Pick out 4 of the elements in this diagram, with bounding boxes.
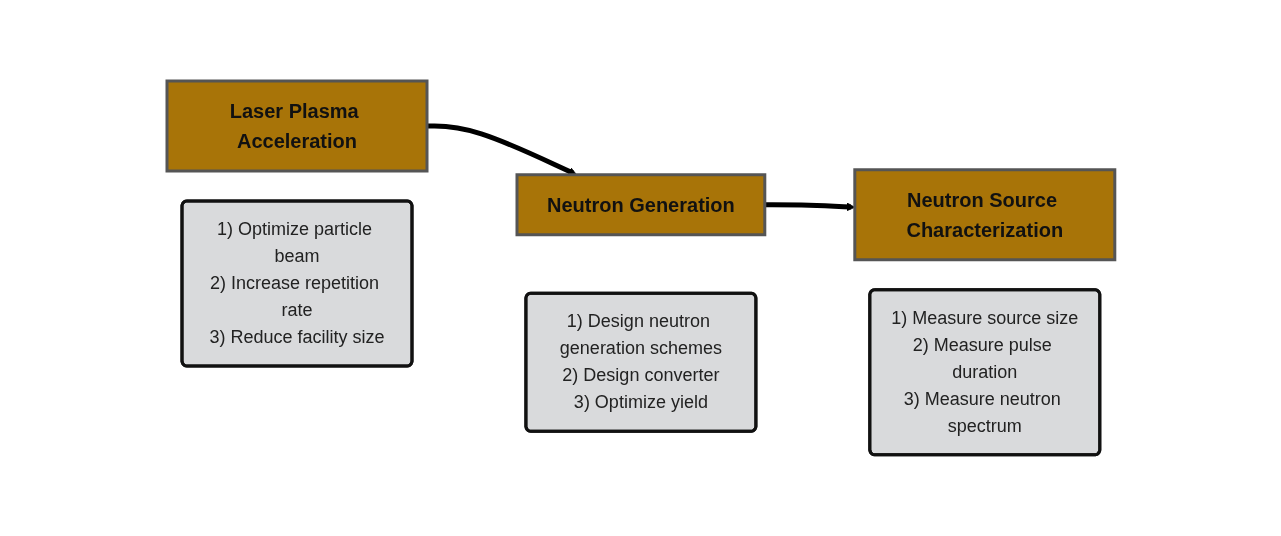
node-box: Laser Plasma Acceleration: [165, 79, 429, 173]
node-box: Neutron Source Characterization: [852, 168, 1116, 262]
arrow: [764, 202, 855, 212]
node-box: Neutron Generation: [515, 173, 766, 237]
